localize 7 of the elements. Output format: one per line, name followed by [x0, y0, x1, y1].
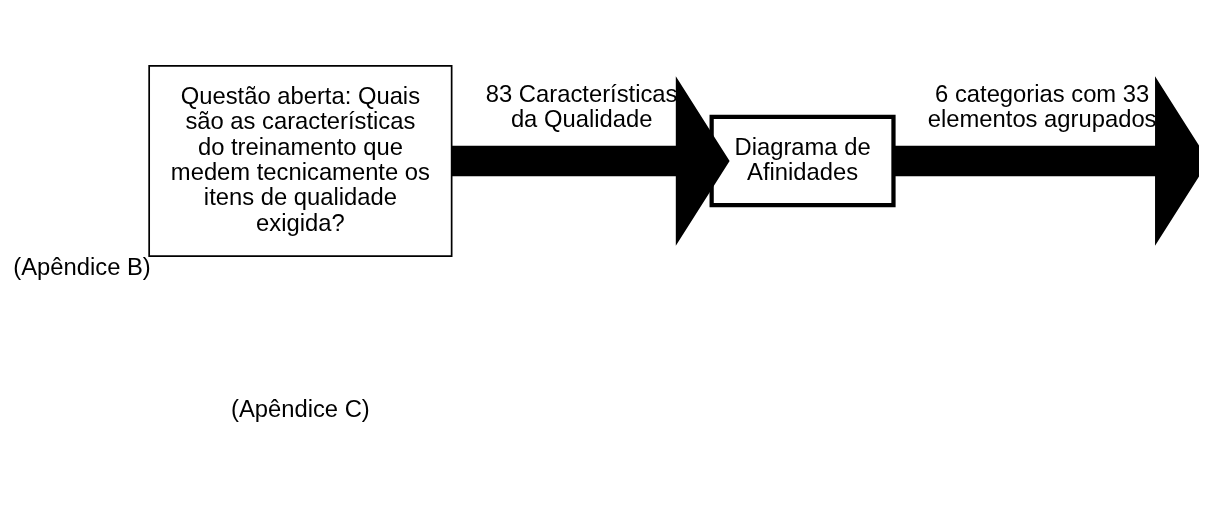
node-box: Questão aberta: Quais são as características do treinamento que medem tecnicamente os itens de qualidade exigida? [148, 64, 453, 257]
arrow [893, 76, 1199, 246]
node-label: (Apêndice B) [13, 253, 151, 281]
edge-label: 83 Características da Qualidade [485, 79, 678, 133]
arrow [451, 76, 730, 246]
label: (Apêndice C) [231, 395, 370, 423]
node-box: Diagrama de Afinidades [709, 114, 896, 208]
